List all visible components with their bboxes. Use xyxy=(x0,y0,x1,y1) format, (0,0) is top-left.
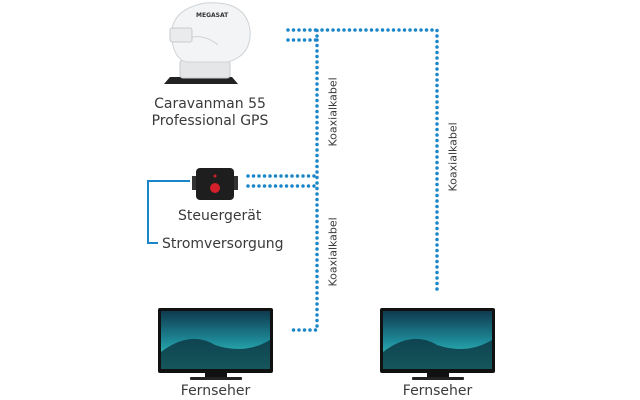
tv-left-label: Fernseher xyxy=(180,383,251,399)
power-label: Stromversorgung xyxy=(162,236,284,252)
tv-right xyxy=(380,308,495,380)
satellite-name-line2: Professional GPS xyxy=(151,113,269,129)
power-line xyxy=(147,180,190,244)
satellite-name: Caravanman 55 Professional GPS xyxy=(150,96,270,130)
coax-left-vertical xyxy=(286,38,319,332)
satellite-brand: MEGASAT xyxy=(196,12,229,19)
tv-right-label: Fernseher xyxy=(402,383,473,399)
satellite-name-line1: Caravanman 55 xyxy=(154,96,266,112)
cable-label-lower-left: Koaxialkabel xyxy=(326,217,340,287)
coax-top xyxy=(286,28,439,292)
cable-label-right: Koaxialkabel xyxy=(446,122,460,192)
cable-label-upper-left: Koaxialkabel xyxy=(326,77,340,147)
tv-left xyxy=(158,308,273,380)
controller-device xyxy=(192,168,238,200)
controller-label: Steuergerät xyxy=(178,208,262,224)
satellite-antenna: MEGASAT xyxy=(164,2,251,84)
